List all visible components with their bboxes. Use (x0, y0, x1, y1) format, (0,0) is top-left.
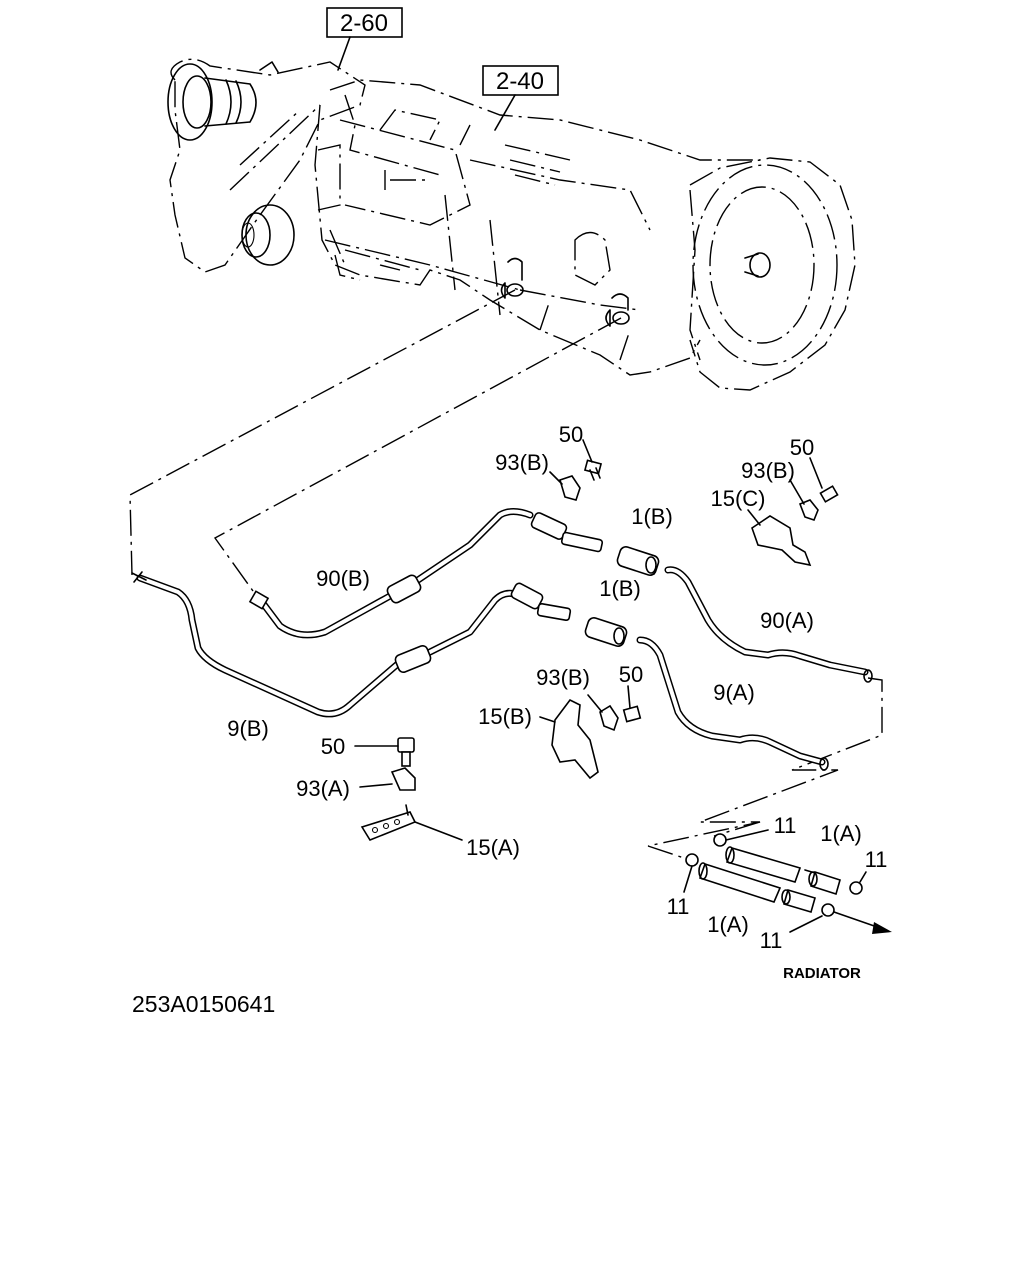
label-radiator: RADIATOR (783, 965, 861, 982)
bracket-15a[interactable] (360, 804, 463, 841)
label-15a[interactable]: 15(A) (466, 835, 520, 860)
clip-93b-upper[interactable] (549, 471, 581, 501)
label-9a[interactable]: 9(A) (713, 680, 755, 705)
label-11-d[interactable]: 11 (760, 928, 783, 953)
reference-2-60-text: 2-60 (340, 10, 388, 37)
bolt-50-upper[interactable] (582, 439, 603, 481)
centerlines (129, 289, 883, 861)
label-93b-upper[interactable]: 93(B) (495, 450, 549, 475)
pipe-9b[interactable] (131, 571, 572, 718)
pipe-9a[interactable] (636, 636, 829, 771)
clamp-11-d[interactable] (789, 903, 835, 933)
hose-1a-lower[interactable] (698, 862, 782, 903)
reference-2-60[interactable]: 2-60 (326, 7, 403, 71)
reference-2-40[interactable]: 2-40 (482, 65, 559, 131)
hose-1a-short-upper[interactable] (808, 870, 841, 896)
clamp-11-b[interactable] (683, 853, 699, 893)
pipe-90b[interactable] (248, 508, 604, 639)
label-93a[interactable]: 93(A) (296, 776, 350, 801)
label-15c[interactable]: 15(C) (710, 486, 765, 511)
clamp-11-a[interactable] (713, 829, 769, 847)
label-90b[interactable]: 90(B) (316, 566, 370, 591)
label-9b[interactable]: 9(B) (227, 716, 269, 741)
clip-93b-middle[interactable] (587, 694, 619, 732)
label-1a-upper[interactable]: 1(A) (820, 821, 862, 846)
clamp-11-c[interactable] (849, 871, 867, 895)
bolt-50-lower[interactable] (354, 737, 415, 767)
clip-93b-right[interactable] (789, 479, 819, 521)
hose-1b-lower[interactable] (584, 616, 628, 647)
label-93b-middle[interactable]: 93(B) (536, 665, 590, 690)
label-11-a[interactable]: 11 (774, 813, 797, 838)
label-1a-lower[interactable]: 1(A) (707, 912, 749, 937)
label-90a[interactable]: 90(A) (760, 608, 814, 633)
bolt-50-right[interactable] (809, 457, 839, 503)
label-15b[interactable]: 15(B) (478, 704, 532, 729)
transmission-assembly (167, 58, 856, 391)
transmission-cooler-port-2 (605, 293, 630, 327)
label-1b-lower[interactable]: 1(B) (599, 576, 641, 601)
bracket-15c[interactable] (747, 509, 812, 567)
hose-1b-upper[interactable] (616, 545, 660, 576)
label-50-lower[interactable]: 50 (321, 734, 345, 759)
label-93b-right[interactable]: 93(B) (741, 458, 795, 483)
radiator-arrow (833, 911, 892, 934)
clip-93a[interactable] (359, 767, 416, 791)
callouts: 50 93(B) 50 93(B) 15(C) 1(B) 1(B) 90(B) … (227, 422, 887, 982)
reference-2-40-text: 2-40 (496, 68, 544, 95)
label-11-b[interactable]: 11 (667, 894, 690, 919)
hose-1a-short-lower[interactable] (781, 889, 816, 913)
pipe-90a[interactable] (664, 566, 873, 683)
label-50-upper[interactable]: 50 (559, 422, 583, 447)
label-1b-upper[interactable]: 1(B) (631, 504, 673, 529)
bracket-15b[interactable] (539, 698, 599, 780)
label-50-middle[interactable]: 50 (619, 662, 643, 687)
label-11-c[interactable]: 11 (865, 847, 888, 872)
diagram-code: 253A0150641 (132, 991, 275, 1017)
label-50-right[interactable]: 50 (790, 435, 814, 460)
bolt-50-middle[interactable] (622, 685, 642, 723)
